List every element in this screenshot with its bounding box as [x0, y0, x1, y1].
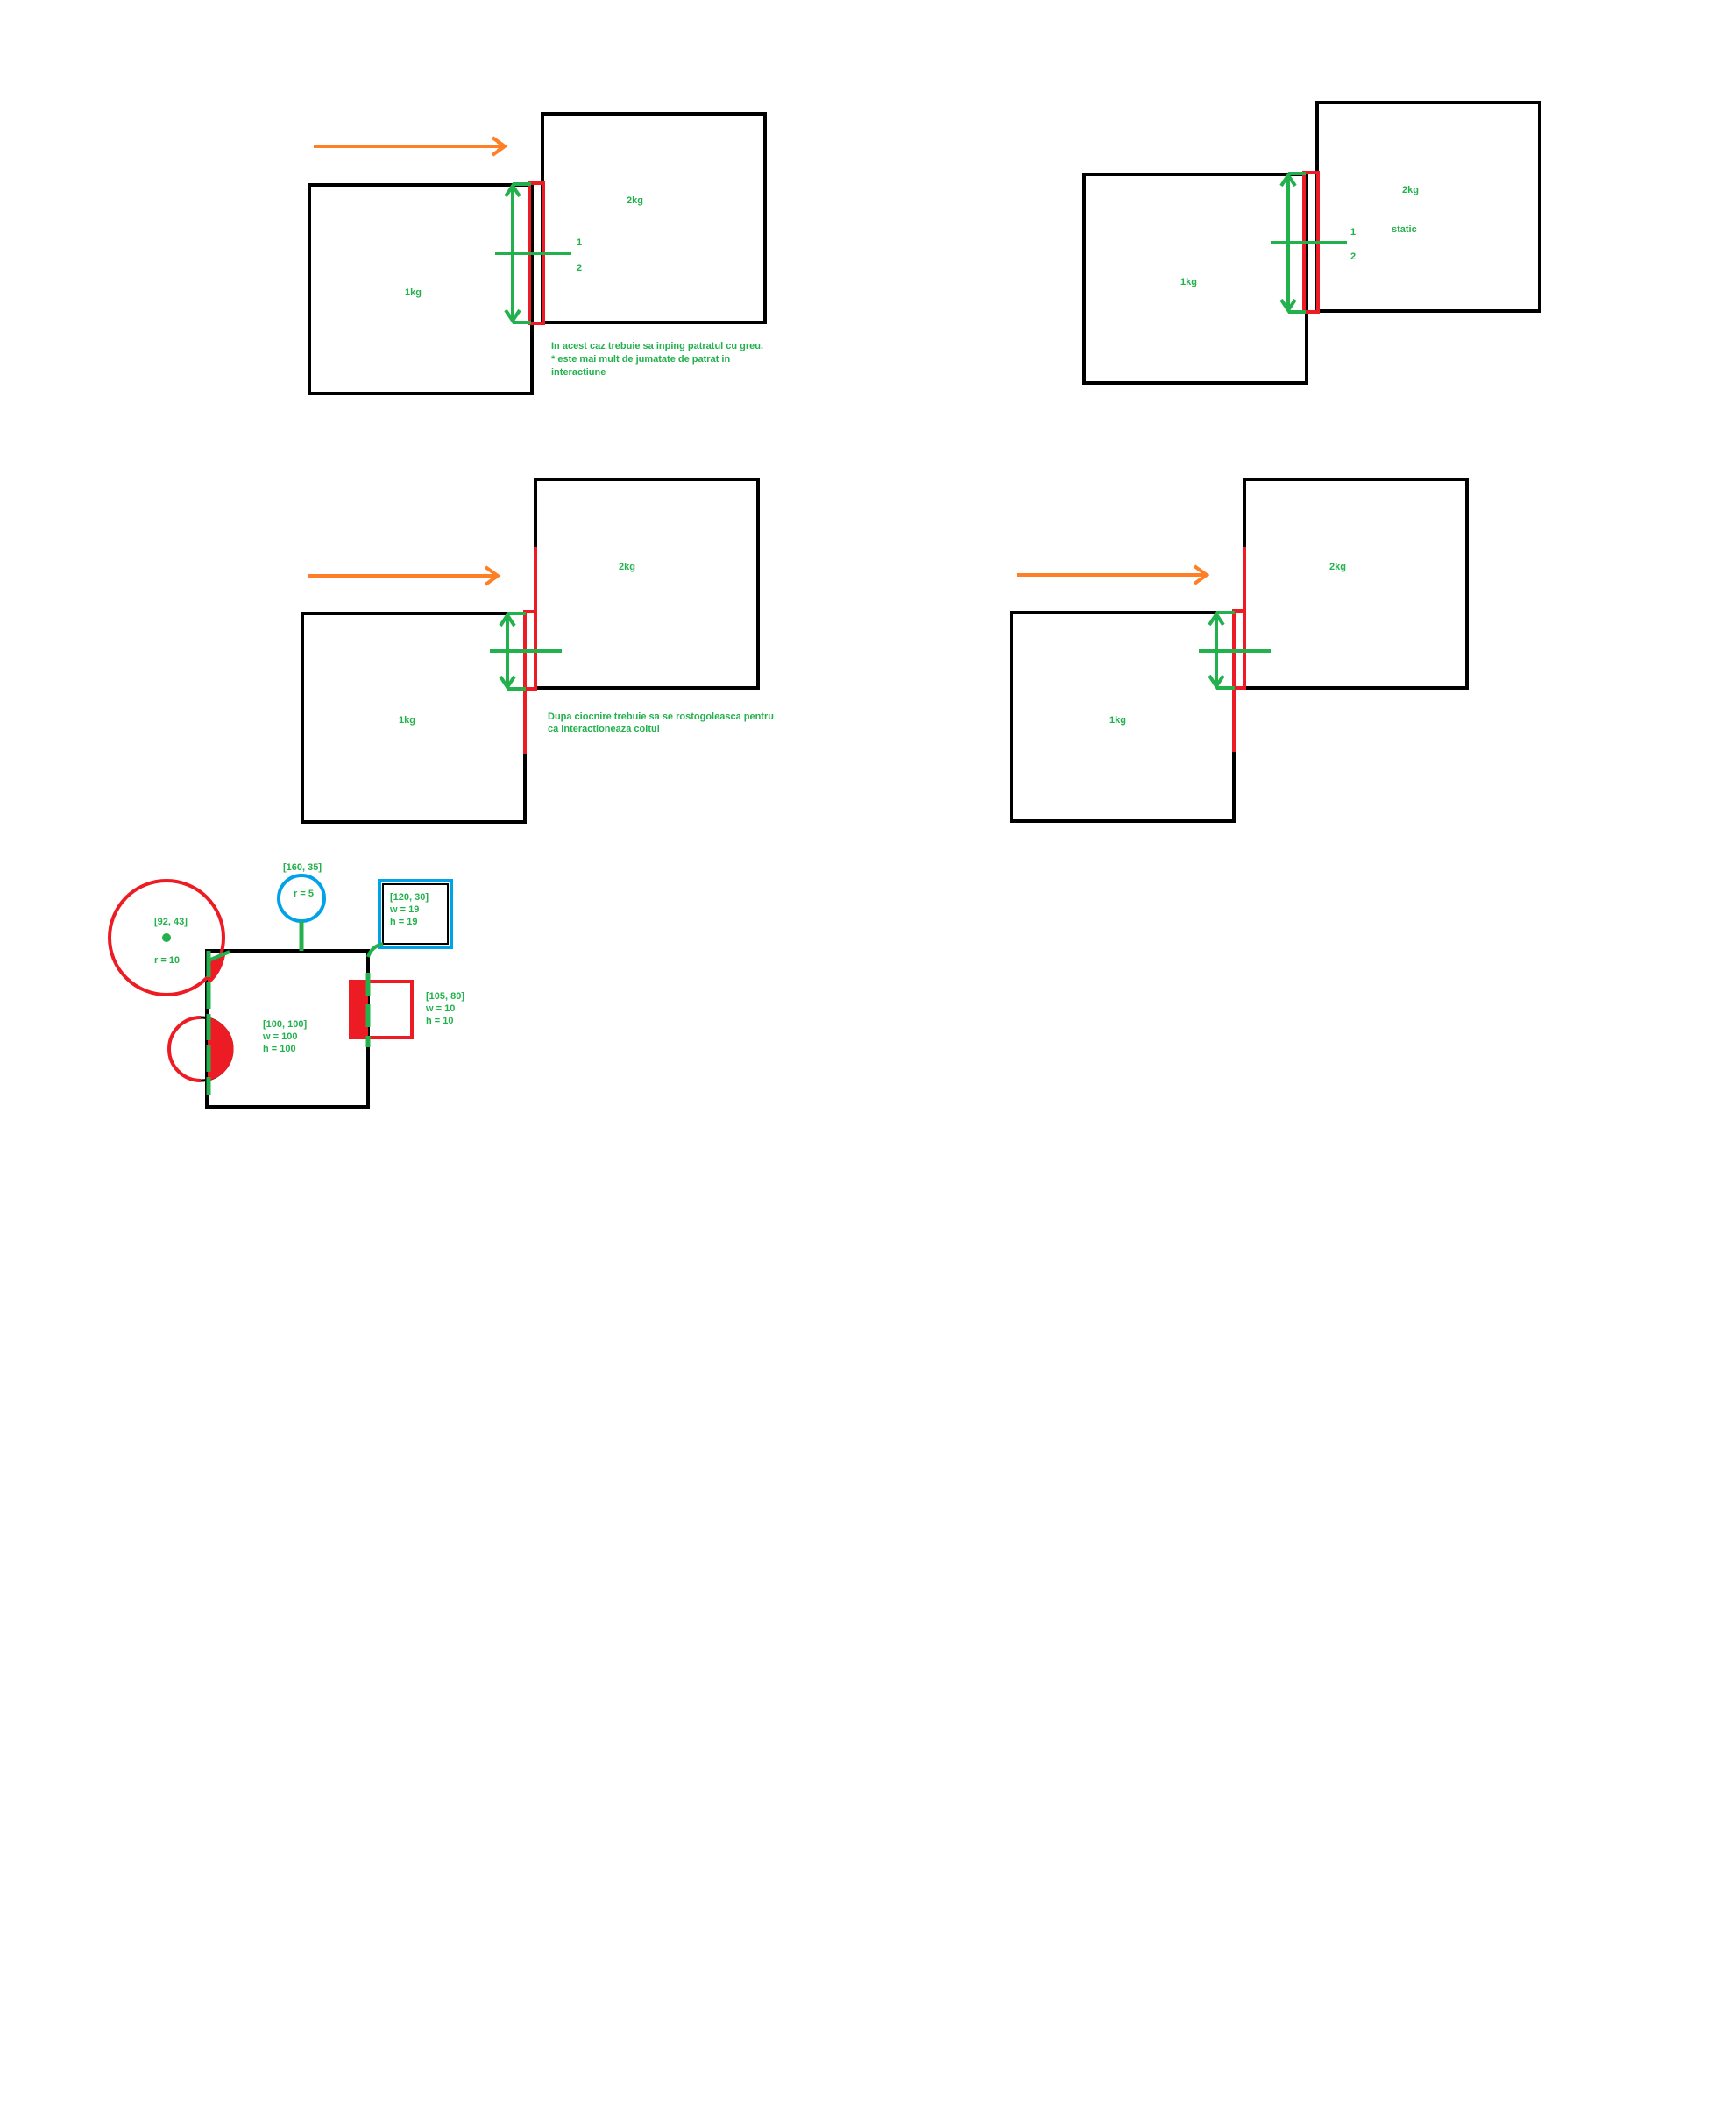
motion-arrow-head-icon: [484, 565, 501, 586]
left-circle-arc: [167, 1016, 202, 1082]
heavy-mass-label: 2kg: [1402, 185, 1419, 195]
big-circle-contact: [208, 950, 230, 962]
main-box-pos: [100, 100]: [263, 1019, 307, 1030]
scenario-2: 2kg static 1kg 1 2: [1082, 101, 1541, 385]
main-box-h: h = 100: [263, 1044, 296, 1054]
blue-box-w: w = 19: [389, 904, 419, 915]
red-box-h: h = 10: [426, 1016, 454, 1026]
blue-box-connector: [366, 942, 384, 958]
blue-box-pos: [120, 30]: [390, 892, 429, 903]
marker-1: 1: [1350, 227, 1356, 237]
note-line-1: In acest caz trebuie sa inping patratul …: [551, 341, 763, 351]
big-circle-radius: r = 10: [154, 955, 180, 966]
big-circle: [108, 879, 225, 996]
blue-box: [378, 879, 453, 949]
small-circle-pos: [160, 35]: [283, 862, 322, 873]
note-line-1: Dupa ciocnire trebuie sa se rostogoleasc…: [548, 712, 774, 722]
light-box: [308, 183, 534, 395]
note-line-2: * este mai mult de jumatate de patrat in: [551, 354, 730, 365]
heavy-mass-label: 2kg: [627, 195, 643, 206]
marker-2: 2: [1350, 252, 1356, 262]
heavy-box: [541, 112, 767, 324]
scenario-4: 2kg 1kg: [1010, 478, 1469, 823]
big-circle-pos: [92, 43]: [154, 917, 188, 927]
main-box-w: w = 100: [262, 1031, 297, 1042]
heavy-state-label: static: [1392, 224, 1417, 235]
red-box-overlap: [351, 983, 368, 1036]
light-mass-label: 1kg: [1109, 715, 1126, 726]
light-mass-label: 1kg: [399, 715, 415, 726]
note-line-3: interactiune: [551, 367, 606, 378]
light-mass-label: 1kg: [1180, 277, 1197, 287]
light-mass-label: 1kg: [405, 287, 422, 298]
left-circle-overlap: [208, 1017, 234, 1081]
motion-arrow-head-icon: [491, 136, 508, 157]
heavy-mass-label: 2kg: [1329, 562, 1346, 572]
motion-arrow-head-icon: [1193, 564, 1210, 585]
red-box-pos: [105, 80]: [426, 991, 464, 1002]
note-line-2: ca interactioneaza coltul: [548, 724, 660, 734]
light-box: [1082, 173, 1308, 385]
scenario-3: 2kg 1kg Dupa ciocnire trebuie sa se rost…: [301, 478, 774, 824]
collision-test: [160, 35] r = 5 [92, 43] r = 10 [120, 30…: [108, 862, 464, 1109]
blue-box-h: h = 19: [390, 917, 418, 927]
scenario-1: 2kg 1kg 1 2 In acest caz trebuie sa inpi…: [308, 112, 767, 395]
red-box-w: w = 10: [425, 1003, 455, 1014]
marker-2: 2: [577, 263, 582, 273]
heavy-box: [1243, 478, 1469, 690]
small-circle-radius: r = 5: [294, 889, 314, 899]
heavy-box: [534, 478, 760, 690]
heavy-mass-label: 2kg: [619, 562, 635, 572]
blue-box-inner: [382, 883, 449, 945]
marker-1: 1: [577, 237, 582, 248]
big-circle-center: [162, 933, 171, 942]
heavy-box: [1315, 101, 1541, 313]
